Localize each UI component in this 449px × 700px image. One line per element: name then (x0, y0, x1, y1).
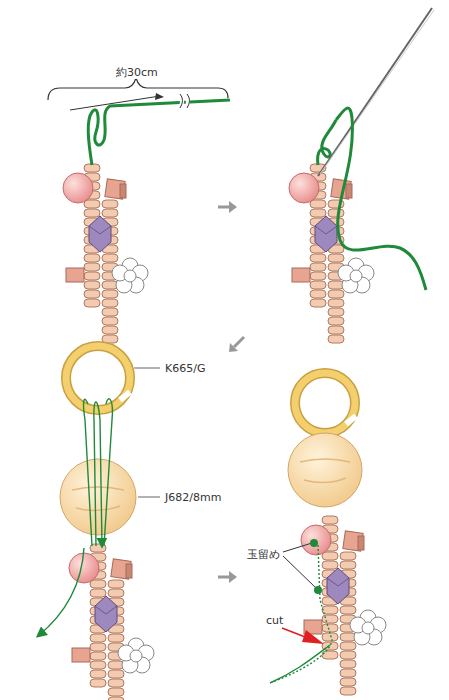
part-label: K665/G (164, 362, 206, 375)
part-label: J682/8mm (164, 491, 222, 504)
part-label: 玉留め (246, 548, 281, 561)
part-label: cut (265, 614, 284, 627)
part-label: 約30cm (115, 66, 159, 79)
